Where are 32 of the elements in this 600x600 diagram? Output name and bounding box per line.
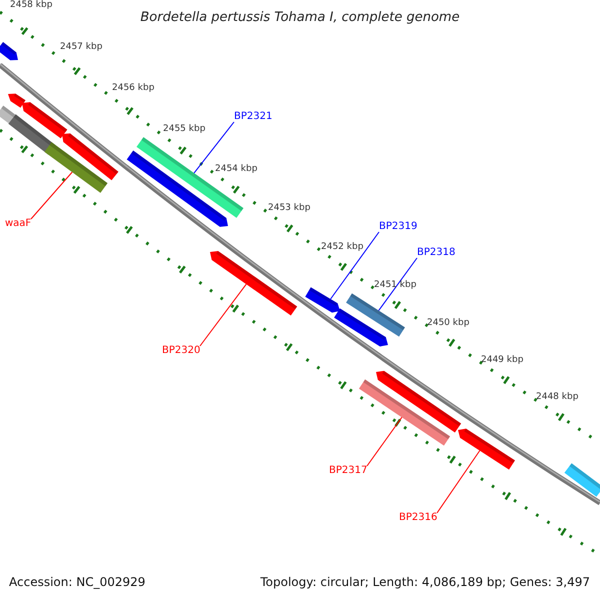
scale-label: 2458 kbp: [10, 1, 52, 10]
leader-line: [378, 258, 418, 311]
leader-line: [366, 416, 402, 466]
leader-line: [200, 284, 247, 346]
gene-feature: [210, 250, 298, 316]
gene-label: BP2319: [379, 222, 418, 232]
gene-feature: [44, 142, 108, 193]
gene-feature: [136, 137, 244, 218]
gene-label: waaF: [5, 219, 32, 229]
gene-feature: [346, 293, 405, 337]
scale-label: 2449 kbp: [481, 356, 524, 365]
accession-text: Accession: NC_002929: [9, 576, 146, 588]
gene-label: BP2316: [399, 513, 438, 523]
diagram-title: Bordetella pertussis Tohama I, complete genome: [139, 11, 461, 24]
gene-label: BP2321: [234, 112, 272, 122]
scale-label: 2456 kbp: [112, 84, 154, 93]
scale-label: 2450 kbp: [427, 319, 470, 328]
gene-label: BP2317: [329, 466, 368, 476]
scale-label: 2457 kbp: [60, 43, 102, 52]
scale-label: 2454 kbp: [215, 165, 258, 174]
scale-label: 2453 kbp: [268, 204, 310, 213]
gene-feature: [305, 287, 340, 313]
gene-label: BP2320: [162, 346, 200, 356]
gene-feature: [358, 379, 450, 446]
gene-feature: [458, 428, 515, 470]
gene-label: BP2318: [417, 248, 456, 258]
scale-label: 2452 kbp: [321, 243, 364, 252]
leader-line: [30, 172, 73, 220]
genome-info-text: Topology: circular; Length: 4,086,189 bp; Genes: 3,497: [260, 576, 590, 588]
leader-line: [436, 450, 480, 514]
leader-line: [330, 232, 380, 300]
leader-line: [194, 122, 234, 174]
